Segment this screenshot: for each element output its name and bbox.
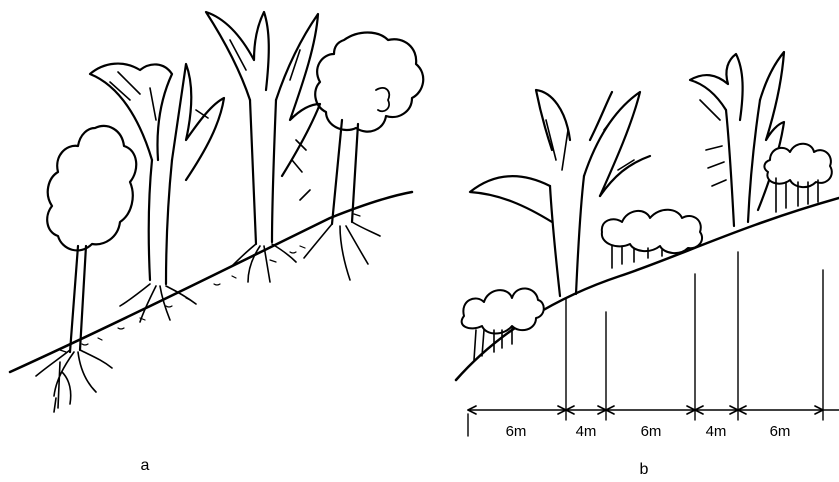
- panel-a-banana-1: [90, 64, 224, 322]
- spacing-label-5: 6m: [770, 423, 791, 440]
- panel-a-banana-2: [206, 12, 320, 282]
- panel-b-shrubs-left: [462, 288, 544, 360]
- spacing-label-4: 4m: [706, 423, 727, 440]
- panel-a-tree-right: [304, 33, 423, 281]
- spacing-label-2: 4m: [576, 423, 597, 440]
- panel-b-shrubs-middle: [602, 210, 702, 268]
- spacing-label-1: 6m: [506, 423, 527, 440]
- panel-b-dimension-arrows: [468, 406, 839, 414]
- panel-b-banana-2: [690, 52, 784, 226]
- panel-a: a: [10, 12, 423, 474]
- panel-b: 6m 4m 6m 4m 6m b: [456, 52, 839, 478]
- panel-a-tree-left: [36, 126, 136, 412]
- spacing-label-3: 6m: [641, 423, 662, 440]
- panel-b-caption: b: [640, 461, 649, 478]
- panel-b-banana-1: [470, 90, 650, 296]
- panel-b-guide-lines: [468, 252, 823, 436]
- panel-a-caption: a: [141, 457, 150, 474]
